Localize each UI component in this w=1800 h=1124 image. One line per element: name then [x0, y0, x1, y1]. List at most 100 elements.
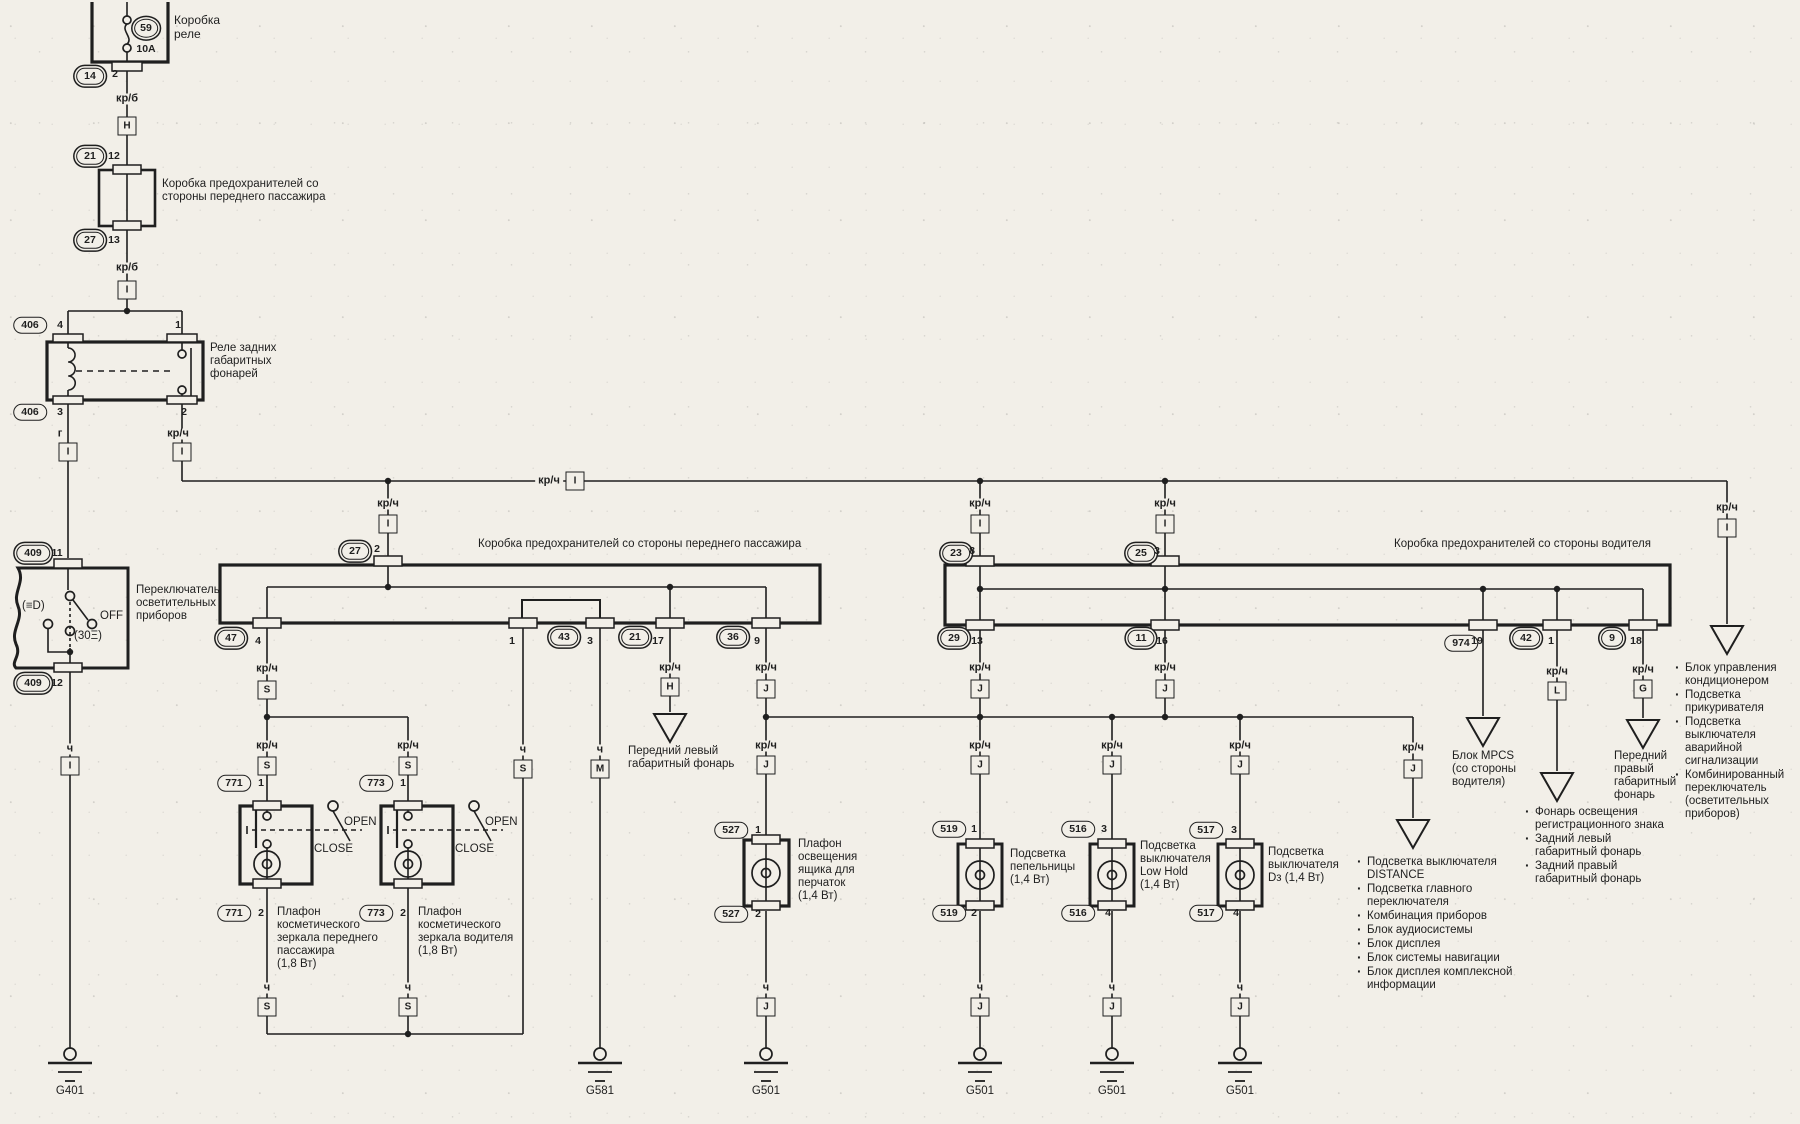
connector-number-oval: 406 — [13, 316, 47, 334]
pin-number: 1 — [509, 634, 515, 647]
list-item: Задний правый габаритный фонарь — [1524, 858, 1674, 886]
wire-color-label: кр/ч — [1713, 502, 1741, 514]
inline-connector-i: I — [970, 514, 990, 534]
inline-connector-j: J — [970, 755, 990, 775]
wire-color-label: кр/ч — [656, 662, 684, 674]
list-item: Блок дисплея — [1356, 936, 1546, 952]
driver-fusebox-outline — [943, 563, 1672, 627]
fusebox-internal-wires — [266, 565, 1644, 625]
label-lowhold-lamp: Подсветка выключателя Low Hold (1,4 Вт) — [1140, 840, 1211, 891]
connector-number-oval: 27 — [76, 231, 104, 249]
connector-number-oval: 47 — [217, 629, 245, 647]
wire-color-label: кр/ч — [535, 475, 563, 487]
wire-color-label: кр/ч — [253, 663, 281, 675]
wire-color-label: кр/ч — [1226, 740, 1254, 752]
connector-number-oval: 43 — [550, 628, 578, 646]
connector-number-oval: 519 — [932, 904, 966, 922]
inline-connector-h: H — [660, 677, 680, 697]
pin-number: 17 — [652, 634, 664, 647]
inline-connector-j: J — [1403, 759, 1423, 779]
rear-lamp-relay-outline — [45, 340, 205, 402]
list-item: Подсветка прикуривателя — [1674, 687, 1800, 715]
inline-connector-i: I — [60, 756, 80, 776]
inline-connector-j: J — [756, 997, 776, 1017]
wire-color-label: кр/ч — [1629, 664, 1657, 676]
connector-number-oval: 23 — [942, 544, 970, 562]
component-list: Подсветка выключателя DISTANCEПодсветка … — [1356, 854, 1546, 993]
label-light-switch: Переключатель осветительных приборов — [136, 584, 220, 622]
inline-connector-j: J — [1102, 755, 1122, 775]
connector-number-oval: 36 — [719, 628, 747, 646]
pin-number: 16 — [1156, 634, 1168, 647]
pin-number: 18 — [1630, 634, 1642, 647]
wire-color-label: кр/ч — [966, 662, 994, 674]
light-switch-outline — [12, 566, 130, 670]
pin-number: 11 — [51, 546, 63, 559]
wire-color-label: ч — [63, 743, 77, 755]
inline-connector-l: L — [1547, 681, 1567, 701]
wire-color-label: ч — [1233, 982, 1247, 994]
inline-connector-s: S — [257, 680, 277, 700]
connector-number-oval: 773 — [359, 774, 393, 792]
ground-label: G501 — [965, 1085, 995, 1097]
inline-connector-i: I — [117, 280, 137, 300]
inline-connector-j: J — [756, 679, 776, 699]
pin-number: 1 — [1548, 634, 1554, 647]
wires — [47, 2, 1728, 1048]
inline-connector-j: J — [1102, 997, 1122, 1017]
connector-number-oval: 527 — [714, 821, 748, 839]
list-item: Комбинация приборов — [1356, 908, 1546, 924]
connector-number-oval: 11 — [1127, 629, 1155, 647]
passenger-fusebox-outline — [218, 563, 822, 625]
pin-number: 3 — [1231, 823, 1237, 836]
wire-color-label: кр/ч — [1151, 662, 1179, 674]
connector-number-oval: 21 — [621, 628, 649, 646]
component-internal-wires — [47, 23, 1241, 906]
wire-color-label: кр/ч — [1151, 498, 1179, 510]
list-item: Блок системы навигации — [1356, 950, 1546, 966]
inline-connector-j: J — [1155, 679, 1175, 699]
inline-connector-s: S — [398, 756, 418, 776]
fusebox-internal-module — [521, 599, 601, 624]
inline-connector-i: I — [565, 471, 585, 491]
inline-connector-s: S — [257, 997, 277, 1017]
list-item: Комбинированный переключатель (осветител… — [1674, 767, 1800, 821]
connector-number-oval: 974 — [1444, 634, 1478, 652]
connector-number-oval: 409 — [16, 674, 50, 692]
pin-number: 12 — [108, 149, 120, 162]
label-front-left-lamp: Передний левый габаритный фонарь — [628, 745, 735, 770]
wire-color-label: ч — [1105, 982, 1119, 994]
inline-connector-h: H — [117, 116, 137, 136]
pin-tabs — [52, 61, 1658, 911]
list-item: Подсветка главного переключателя — [1356, 881, 1546, 909]
connector-number-oval: 517 — [1189, 821, 1223, 839]
wire-color-label: кр/б — [112, 93, 142, 105]
wire-color-label: ч — [759, 982, 773, 994]
connector-number-oval: 42 — [1512, 629, 1540, 647]
inline-connector-g: G — [1633, 679, 1653, 699]
wire-color-label: кр/ч — [1543, 666, 1571, 678]
inline-connector-m: M — [590, 759, 610, 779]
pin-number: 2 — [971, 906, 977, 919]
wire-color-label: ч — [401, 982, 415, 994]
pin-number: 2 — [258, 906, 264, 919]
pin-number: 2 — [112, 67, 118, 80]
pin-number: 2 — [374, 542, 380, 555]
connector-number-oval: 29 — [940, 629, 968, 647]
pin-number: 1 — [971, 822, 977, 835]
pin-number: 10A — [136, 42, 156, 55]
connector-number-oval: 406 — [13, 403, 47, 421]
pin-number: 4 — [1105, 906, 1111, 919]
inline-connector-i: I — [58, 442, 78, 462]
component-boxes — [12, 2, 1672, 908]
pin-number: 3 — [57, 405, 63, 418]
connector-number-oval: 21 — [76, 147, 104, 165]
pin-number: 19 — [1471, 634, 1483, 647]
inline-connector-i: I — [172, 442, 192, 462]
inline-connector-i: I — [1717, 518, 1737, 538]
label-switch-pos-off: OFF — [100, 610, 123, 622]
wire-color-label: кр/б — [112, 262, 142, 274]
inline-connector-s: S — [398, 997, 418, 1017]
